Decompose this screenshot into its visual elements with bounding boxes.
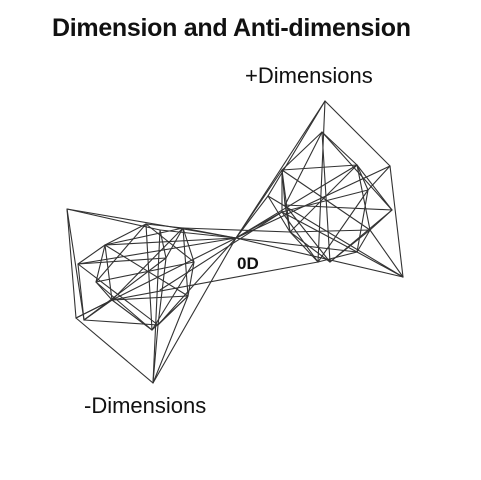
positive-edge bbox=[289, 231, 331, 263]
positive-edge bbox=[317, 189, 369, 263]
positive-edge bbox=[324, 100, 391, 167]
negative-dimensions-structure bbox=[66, 208, 237, 384]
negative-edge bbox=[95, 281, 153, 331]
negative-edge bbox=[182, 227, 189, 297]
negative-edge bbox=[152, 324, 159, 384]
positive-edge bbox=[369, 229, 404, 278]
positive-edge bbox=[356, 229, 371, 253]
positive-edge bbox=[356, 164, 393, 211]
negative-edge bbox=[165, 227, 184, 259]
positive-edge bbox=[284, 204, 291, 233]
positive-edge bbox=[289, 231, 319, 263]
negative-edge bbox=[95, 223, 147, 283]
negative-edge bbox=[104, 244, 189, 297]
positive-edge bbox=[235, 169, 283, 239]
negative-edge bbox=[187, 261, 195, 297]
negative-edge bbox=[159, 229, 237, 239]
positive-edge bbox=[281, 189, 369, 213]
positive-edge bbox=[235, 165, 391, 239]
negative-edge bbox=[145, 223, 195, 263]
negative-edge bbox=[77, 244, 106, 265]
negative-edge bbox=[75, 317, 154, 384]
positive-edge bbox=[267, 100, 326, 197]
negative-edge bbox=[111, 299, 153, 331]
positive-edge bbox=[284, 131, 323, 206]
negative-edge bbox=[111, 227, 184, 301]
negative-edge bbox=[152, 237, 237, 384]
positive-edge bbox=[321, 131, 358, 166]
positive-edge bbox=[367, 165, 391, 191]
negative-edge bbox=[157, 257, 167, 326]
negative-edge bbox=[104, 244, 113, 301]
negative-edge bbox=[77, 237, 237, 265]
positive-dimensions-label: +Dimensions bbox=[245, 63, 373, 88]
positive-dimensions-structure bbox=[111, 100, 404, 301]
negative-edge bbox=[83, 319, 159, 326]
negative-edge bbox=[152, 295, 189, 384]
positive-edge bbox=[281, 131, 323, 171]
negative-edge bbox=[104, 227, 184, 246]
positive-edge bbox=[235, 237, 404, 278]
negative-edge bbox=[77, 257, 167, 265]
positive-edge bbox=[321, 131, 393, 211]
diagram-title: Dimension and Anti-dimension bbox=[52, 14, 411, 42]
positive-edge bbox=[356, 164, 371, 231]
positive-edge bbox=[284, 204, 331, 263]
connector-edge bbox=[182, 227, 291, 233]
connector-edge bbox=[159, 211, 283, 291]
positive-edge bbox=[369, 209, 393, 231]
positive-edge bbox=[356, 189, 369, 253]
negative-edge bbox=[83, 257, 167, 321]
negative-edge bbox=[157, 237, 237, 326]
positive-edge bbox=[289, 229, 371, 233]
positive-edge bbox=[284, 204, 393, 211]
negative-edge bbox=[182, 227, 237, 239]
positive-edge bbox=[356, 251, 404, 278]
positive-edge bbox=[235, 164, 358, 239]
negative-edge bbox=[66, 208, 77, 319]
negative-edge bbox=[152, 229, 161, 384]
negative-edge bbox=[159, 229, 167, 259]
negative-edge bbox=[95, 281, 113, 301]
negative-edge bbox=[95, 261, 195, 283]
negative-edge bbox=[95, 244, 106, 283]
positive-edge bbox=[281, 169, 286, 206]
positive-edge bbox=[235, 237, 358, 253]
origin-label: 0D bbox=[237, 254, 259, 273]
negative-edge bbox=[151, 295, 189, 331]
positive-edge bbox=[281, 164, 358, 171]
negative-edge bbox=[182, 227, 195, 263]
connector-edge bbox=[111, 261, 319, 301]
positive-edge bbox=[389, 165, 404, 278]
negative-edge bbox=[66, 208, 85, 321]
negative-dimensions-label: -Dimensions bbox=[84, 393, 207, 418]
negative-edge bbox=[145, 223, 184, 229]
positive-edge bbox=[321, 131, 331, 263]
positive-edge bbox=[317, 251, 358, 263]
positive-edge bbox=[317, 100, 326, 263]
negative-edge bbox=[151, 261, 195, 331]
negative-edge bbox=[75, 299, 113, 319]
negative-edge bbox=[145, 223, 153, 331]
negative-edge bbox=[104, 237, 237, 246]
negative-edge bbox=[104, 223, 147, 246]
positive-edge bbox=[329, 229, 371, 263]
positive-edge bbox=[289, 164, 358, 233]
